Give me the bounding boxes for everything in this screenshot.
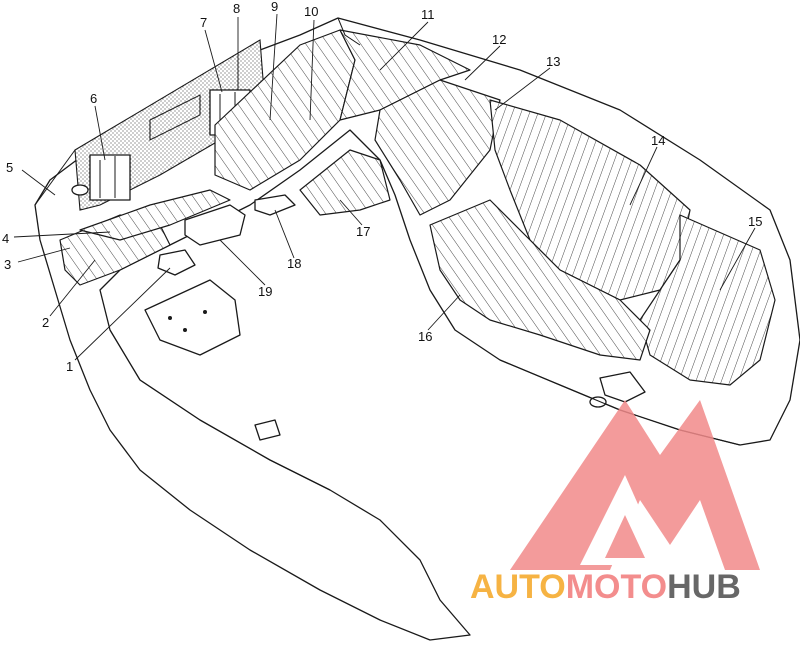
callout-8: 8 <box>233 1 240 16</box>
leader-lines <box>13 13 756 361</box>
leader-18 <box>274 209 295 259</box>
leader-3 <box>17 247 71 263</box>
leader-12 <box>464 45 501 81</box>
clip-1 <box>157 249 196 276</box>
watermark-triangle-icon <box>510 400 760 570</box>
callout-17: 17 <box>356 224 370 239</box>
panel-13 <box>374 79 501 216</box>
callout-10: 10 <box>304 4 318 19</box>
callout-1: 1 <box>66 359 73 374</box>
leader-1 <box>74 267 171 361</box>
leader-10 <box>309 19 315 121</box>
leader-9 <box>269 13 278 121</box>
callout-7: 7 <box>200 15 207 30</box>
rivet <box>183 328 187 332</box>
leader-4 <box>13 231 111 238</box>
insulation-panels <box>59 29 776 386</box>
grille-grommet <box>71 184 89 196</box>
watermark-logo: AUTOMOTOHUB <box>470 400 760 606</box>
panel-15 <box>639 214 776 386</box>
panel-16 <box>429 199 651 361</box>
leader-19 <box>219 239 266 286</box>
panel-4 <box>79 189 231 241</box>
callout-12: 12 <box>492 32 506 47</box>
hood-latch <box>599 371 646 403</box>
watermark-moto: MOTO <box>566 568 667 606</box>
hinge-bracket-19 <box>184 204 246 246</box>
watermark-hub: HUB <box>667 568 741 606</box>
watermark-text: AUTOMOTOHUB <box>470 568 741 606</box>
grille-bracket-left <box>89 154 131 201</box>
tab-lower <box>254 419 281 441</box>
leader-2 <box>49 259 96 317</box>
callout-9: 9 <box>271 0 278 14</box>
leader-14 <box>629 146 658 206</box>
bracket-details <box>99 92 236 198</box>
watermark-auto: AUTO <box>470 568 566 606</box>
leader-17 <box>339 199 363 226</box>
small-parts <box>34 17 741 491</box>
rivet <box>203 310 207 314</box>
callout-16: 16 <box>418 329 432 344</box>
callout-3: 3 <box>4 257 11 272</box>
callout-19: 19 <box>258 284 272 299</box>
bracket-18 <box>254 194 296 216</box>
watermark-triangle-cutout <box>580 475 665 565</box>
callout-5: 5 <box>6 160 13 175</box>
callout-labels: 1 2 3 4 5 6 7 8 9 10 11 12 13 14 15 16 1… <box>2 0 762 374</box>
callout-15: 15 <box>748 214 762 229</box>
leader-6 <box>94 105 106 161</box>
grille-slot <box>149 94 201 141</box>
callout-13: 13 <box>546 54 560 69</box>
edge-detail-left <box>109 329 331 491</box>
callout-2: 2 <box>42 315 49 330</box>
leader-13 <box>494 67 551 111</box>
leader-16 <box>427 294 461 331</box>
inner-rim <box>34 17 361 206</box>
rivet <box>168 316 172 320</box>
callout-18: 18 <box>287 256 301 271</box>
leader-15 <box>719 227 756 291</box>
leader-5 <box>21 169 56 196</box>
callout-11: 11 <box>421 7 435 22</box>
callout-6: 6 <box>90 91 97 106</box>
leader-7 <box>204 29 223 93</box>
callout-14: 14 <box>651 133 665 148</box>
watermark-inner-mark <box>605 515 645 558</box>
foot-rest-plate <box>144 279 241 356</box>
leader-11 <box>379 21 429 71</box>
panel-17 <box>299 149 391 216</box>
callout-4: 4 <box>2 231 9 246</box>
